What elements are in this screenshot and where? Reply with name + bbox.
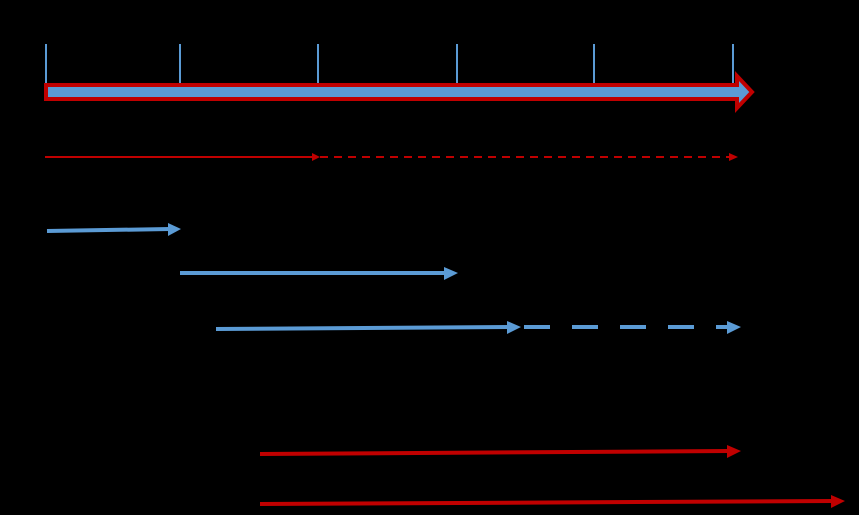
red-thin-arrow-dashed-head <box>729 153 738 161</box>
red-arrow-lower-head <box>831 495 845 508</box>
blue-arrow-long-solid-head <box>507 321 521 334</box>
blue-arrow-short <box>46 223 181 236</box>
blue-arrow-long <box>215 321 741 334</box>
red-arrow-upper-line <box>259 449 729 456</box>
red-arrow-lower <box>259 495 845 508</box>
red-thin-arrow-solid-head <box>312 153 320 161</box>
red-arrow-lower-line <box>259 499 833 506</box>
blue-arrow-medium <box>180 267 458 280</box>
blue-arrow-short-head <box>168 223 181 236</box>
blue-arrow-short-line <box>46 227 171 233</box>
red-arrow-upper <box>259 445 741 458</box>
red-arrow-upper-head <box>727 445 741 458</box>
timeline-ticks <box>45 44 734 83</box>
blue-arrow-medium-head <box>444 267 458 280</box>
blue-arrow-long-dashed-head <box>727 321 741 334</box>
red-thin-arrow <box>45 153 738 161</box>
blue-arrow-long-solid <box>215 325 510 331</box>
timeline-main-arrow <box>44 70 755 114</box>
